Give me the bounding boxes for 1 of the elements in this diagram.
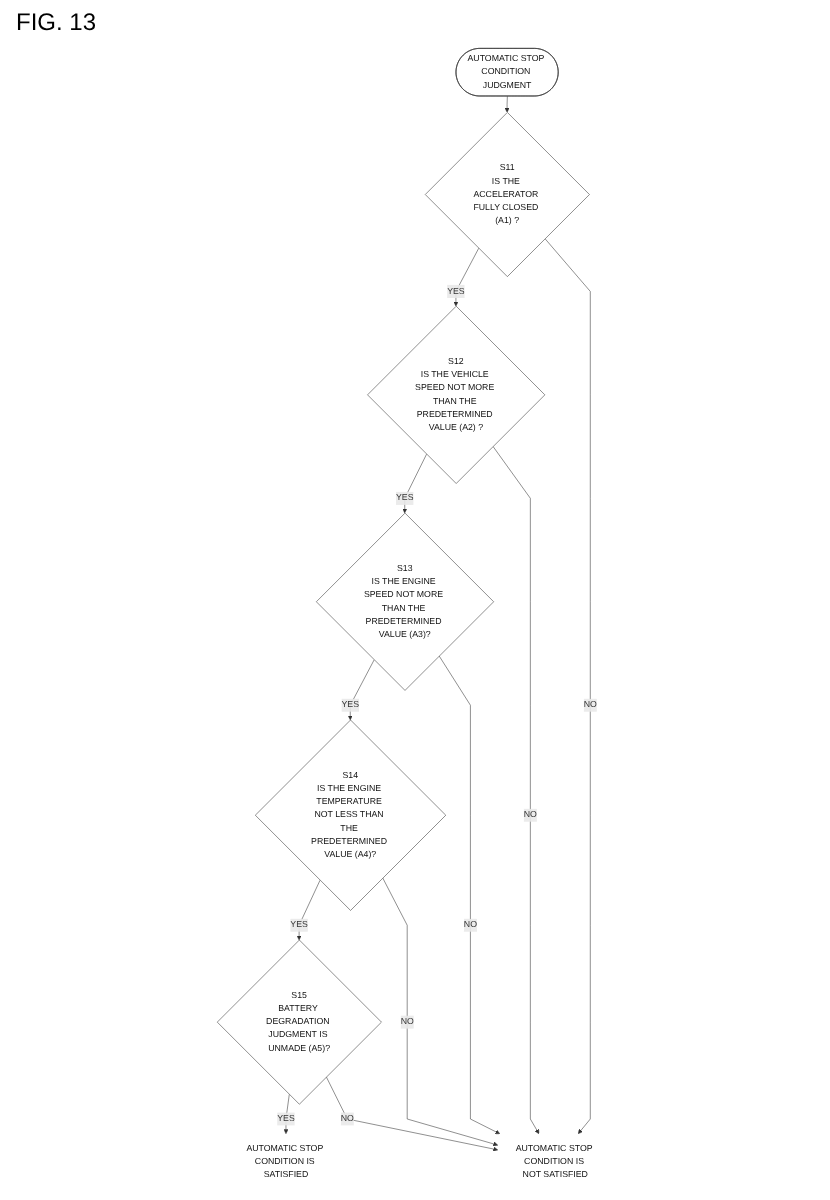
figure-title: FIG. 13: [14, 6, 99, 40]
